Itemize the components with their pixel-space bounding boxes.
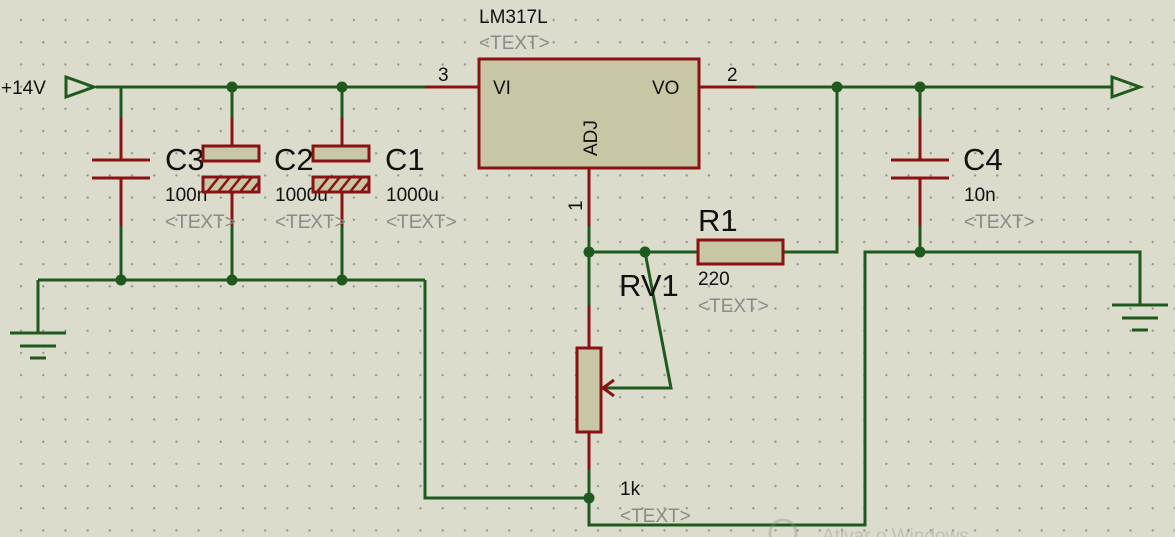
c1-ref: C1	[385, 142, 425, 177]
c3-value: 100n	[165, 185, 207, 206]
c2-plate-positive	[201, 144, 261, 163]
regulator-ref: LM317L	[479, 7, 548, 28]
input-terminal-label: +14V	[1, 78, 46, 99]
c2-hatch	[206, 176, 260, 193]
c2-ref: C2	[274, 142, 314, 177]
regulator-text-placeholder: <TEXT>	[479, 33, 550, 54]
ground-right-icon	[1112, 303, 1168, 332]
c1-value: 1000u	[386, 185, 439, 206]
rv1-text-placeholder: <TEXT>	[620, 506, 691, 527]
regulator-pin-vo-label: VO	[652, 78, 679, 99]
rv1-wiper-arrow-icon	[600, 378, 615, 398]
regulator-lm317l[interactable]: LM317L <TEXT> VI VO ADJ 3 2 1	[438, 7, 738, 211]
ground-left-icon	[10, 331, 66, 360]
regulator-pin2-number: 2	[727, 65, 738, 86]
pins	[119, 85, 922, 470]
c3-text-placeholder: <TEXT>	[165, 212, 236, 233]
rv1-value: 1k	[620, 479, 641, 500]
c3-ref: C3	[165, 142, 205, 177]
capacitor-c4[interactable]: C4 10n <TEXT>	[891, 142, 1035, 233]
rv1-body	[575, 346, 603, 434]
c1-hatch	[316, 176, 370, 193]
r1-body	[696, 238, 785, 266]
regulator-pin1-number: 1	[566, 200, 587, 211]
regulator-body	[477, 57, 701, 170]
regulator-pin-adj-label: ADJ	[581, 120, 602, 156]
r1-ref: R1	[698, 203, 738, 238]
watermark-text: Ativar o Windows	[822, 526, 969, 537]
input-terminal[interactable]: +14V	[1, 74, 99, 100]
output-arrow-icon	[1110, 74, 1145, 100]
potentiometer-rv1[interactable]: RV1 1k <TEXT>	[575, 268, 691, 527]
r1-value: 220	[698, 269, 730, 290]
r1-text-placeholder: <TEXT>	[698, 296, 769, 317]
input-arrow-icon	[64, 74, 99, 100]
output-terminal[interactable]	[1110, 74, 1145, 100]
regulator-pin3-number: 3	[438, 65, 449, 86]
watermark-person-icon	[768, 518, 798, 537]
regulator-pin-vi-label: VI	[493, 78, 511, 99]
capacitor-c1[interactable]: C1 1000u <TEXT>	[311, 142, 457, 233]
c4-value: 10n	[964, 185, 996, 206]
resistor-r1[interactable]: R1 220 <TEXT>	[696, 203, 785, 317]
c1-text-placeholder: <TEXT>	[386, 212, 457, 233]
c4-ref: C4	[963, 142, 1003, 177]
c4-text-placeholder: <TEXT>	[964, 212, 1035, 233]
windows-watermark: Ativar o Windows	[768, 518, 969, 537]
c1-plate-positive	[311, 144, 371, 163]
rv1-ref: RV1	[619, 268, 679, 303]
junction-dots	[115, 81, 926, 504]
c2-text-placeholder: <TEXT>	[275, 212, 346, 233]
capacitor-c3[interactable]: C3 100n <TEXT>	[92, 142, 236, 233]
